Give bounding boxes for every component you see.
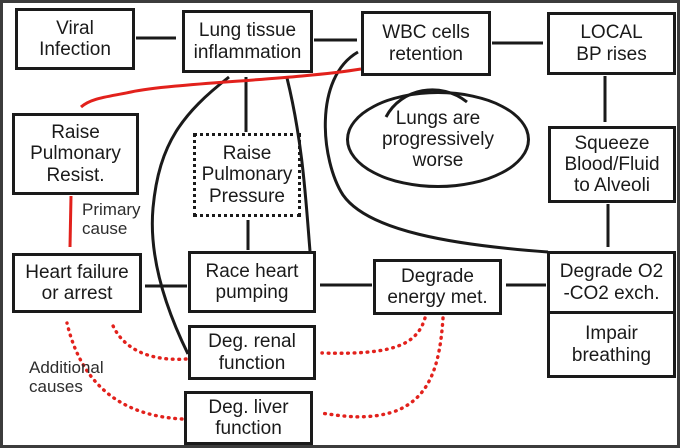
node-squeeze-blood-fluid: Squeeze Blood/Fluid to Alveoli [548, 126, 676, 203]
node-local-bp-rises: LOCAL BP rises [547, 12, 676, 75]
node-deg-renal-function: Deg. renal function [188, 325, 316, 380]
node-raise-pulmonary-pressure: Raise Pulmonary Pressure [193, 133, 301, 217]
node-impair-breathing: Impair breathing [547, 311, 676, 378]
label-additional-causes: Additional causes [29, 358, 104, 397]
node-wbc-cells-retention: WBC cells retention [361, 11, 491, 76]
arrow-energy-to-liver-dotted [318, 316, 445, 419]
node-race-heart-pumping: Race heart pumping [188, 251, 316, 313]
arrow-energy-to-renal-dotted [320, 316, 427, 355]
arrow-resist-to-heart-red [68, 195, 73, 248]
node-raise-pulmonary-resist: Raise Pulmonary Resist. [12, 113, 139, 195]
node-viral-infection: Viral Infection [15, 8, 135, 70]
node-deg-liver-function: Deg. liver function [184, 391, 313, 445]
node-lungs-progressively-worse: Lungs are progressively worse [346, 91, 530, 188]
node-lung-tissue-inflammation: Lung tissue inflammation [182, 10, 313, 73]
node-heart-failure-or-arrest: Heart failure or arrest [12, 253, 142, 313]
arrow-wbc-to-resist-red [79, 67, 362, 109]
label-primary-cause: Primary cause [82, 200, 141, 239]
node-degrade-energy-met: Degrade energy met. [373, 259, 502, 315]
arrow-renal-to-heart-dotted [109, 319, 188, 362]
node-degrade-o2-co2-exch: Degrade O2 -CO2 exch. [547, 251, 676, 314]
